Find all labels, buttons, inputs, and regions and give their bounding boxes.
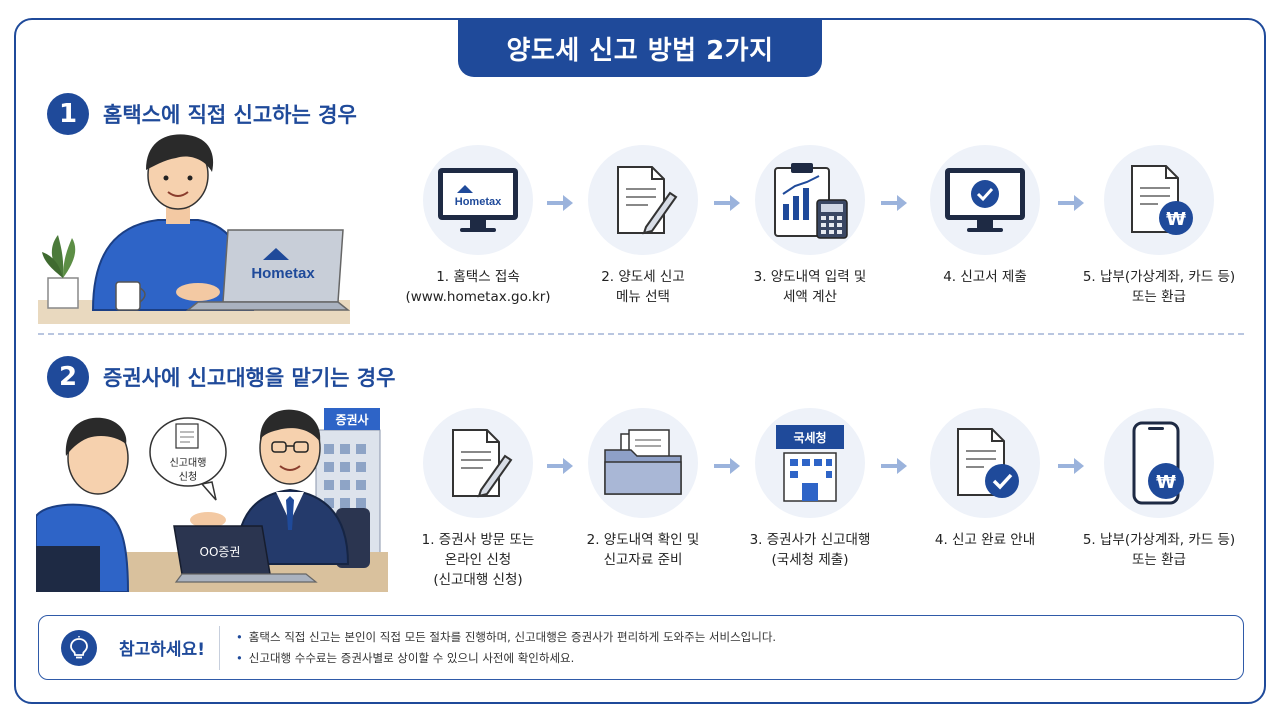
page-title: 양도세 신고 방법 2가지 (458, 20, 822, 77)
bubble-text-line-1: 신고대행 (170, 457, 207, 469)
laptop-hometax-logo: Hometax (251, 265, 315, 282)
tax-office-building-icon: 국세청 (776, 425, 844, 502)
section-1-step-3-label: 3. 양도내역 입력 및 세액 계산 (753, 269, 867, 305)
arrow-right-icon (714, 458, 740, 474)
bubble-text-line-2: 신청 (179, 471, 197, 483)
tip-box: 참고하세요! 홈택스 직접 신고는 본인이 직접 모든 절차를 진행하며, 신고… (38, 615, 1244, 680)
section-1-step-1: Hometax 1. 홈택스 접속 (www.hometax.go.kr) (388, 145, 568, 307)
section-1-step-4-label: 4. 신고서 제출 (943, 269, 1027, 285)
section-2-step-3: 국세청 3. 증권사가 신고대행 (국세청 제출) (720, 408, 900, 570)
section-2-step-1-label: 1. 증권사 방문 또는 온라인 신청 (신고대행 신청) (421, 532, 535, 588)
arrow-right-icon (547, 458, 573, 474)
section-2-step-1: 1. 증권사 방문 또는 온라인 신청 (신고대행 신청) (388, 408, 568, 590)
tip-list: 홈택스 직접 신고는 본인이 직접 모든 절차를 진행하며, 신고대행은 증권사… (236, 627, 776, 669)
section-2-step-2-label: 2. 양도내역 확인 및 신고자료 준비 (586, 532, 700, 568)
section-1-step-5: ₩ 5. 납부(가상계좌, 카드 등) 또는 환급 (1069, 145, 1249, 307)
section-2-step-3-label: 3. 증권사가 신고대행 (국세청 제출) (749, 532, 871, 568)
building-sign: 증권사 (335, 412, 368, 427)
monitor-hometax-logo: Hometax (455, 196, 502, 208)
clipboard-calculator-icon (774, 163, 848, 239)
section-2-header: 2 증권사에 신고대행을 맡기는 경우 (47, 356, 395, 398)
section-2-step-4-label: 4. 신고 완료 안내 (934, 532, 1036, 548)
arrow-right-icon (714, 195, 740, 211)
lightbulb-icon (61, 629, 97, 666)
arrow-right-icon (1058, 195, 1084, 211)
monitor-check-icon (945, 168, 1025, 232)
tip-title: 참고하세요! (119, 640, 205, 660)
section-1-number: 1 (47, 93, 89, 135)
section-1-step-4: 4. 신고서 제출 (895, 145, 1075, 287)
section-1-step-5-label: 5. 납부(가상계좌, 카드 등) 또는 환급 (1082, 269, 1236, 305)
section-2-step-5: ₩ 5. 납부(가상계좌, 카드 등) 또는 환급 (1069, 408, 1249, 570)
section-2-number: 2 (47, 356, 89, 398)
phone-won-icon: ₩ (1132, 421, 1184, 505)
tip-item: 홈택스 직접 신고는 본인이 직접 모든 절차를 진행하며, 신고대행은 증권사… (236, 627, 776, 648)
section-2-step-5-label: 5. 납부(가상계좌, 카드 등) 또는 환급 (1082, 532, 1236, 568)
section-1-step-2: 2. 양도세 신고 메뉴 선택 (553, 145, 733, 307)
section-2-step-4: 4. 신고 완료 안내 (895, 408, 1075, 550)
arrow-right-icon (1058, 458, 1084, 474)
document-check-icon (957, 428, 1019, 498)
section-divider (38, 333, 1244, 335)
tip-item: 신고대행 수수료는 증권사별로 상이할 수 있으니 사전에 확인하세요. (236, 648, 776, 669)
won-symbol: ₩ (1156, 472, 1176, 493)
document-pen-icon (617, 166, 678, 235)
section-1-step-1-label: 1. 홈택스 접속 (www.hometax.go.kr) (405, 269, 551, 305)
section-1-step-2-label: 2. 양도세 신고 메뉴 선택 (601, 269, 685, 305)
section-1-step-3: 3. 양도내역 입력 및 세액 계산 (720, 145, 900, 307)
arrow-right-icon (881, 458, 907, 474)
laptop-broker-text: OO증권 (200, 545, 241, 559)
won-symbol: ₩ (1166, 209, 1186, 230)
broker-consult-illustration: 증권사 신고대행 신청 OO증권 (36, 408, 388, 592)
section-2-step-2: 2. 양도내역 확인 및 신고자료 준비 (553, 408, 733, 570)
document-won-icon: ₩ (1131, 165, 1193, 235)
section-1-title: 홈택스에 직접 신고하는 경우 (103, 103, 357, 127)
monitor-hometax-icon: Hometax (438, 168, 518, 232)
tax-office-sign: 국세청 (793, 430, 826, 445)
section-1-header: 1 홈택스에 직접 신고하는 경우 (47, 93, 357, 135)
tip-separator (219, 625, 220, 670)
person-laptop-illustration: Hometax (38, 134, 351, 324)
folder-documents-icon (604, 429, 682, 495)
arrow-right-icon (881, 195, 907, 211)
document-pen-icon (452, 429, 513, 498)
arrow-right-icon (547, 195, 573, 211)
section-2-title: 증권사에 신고대행을 맡기는 경우 (103, 366, 396, 390)
